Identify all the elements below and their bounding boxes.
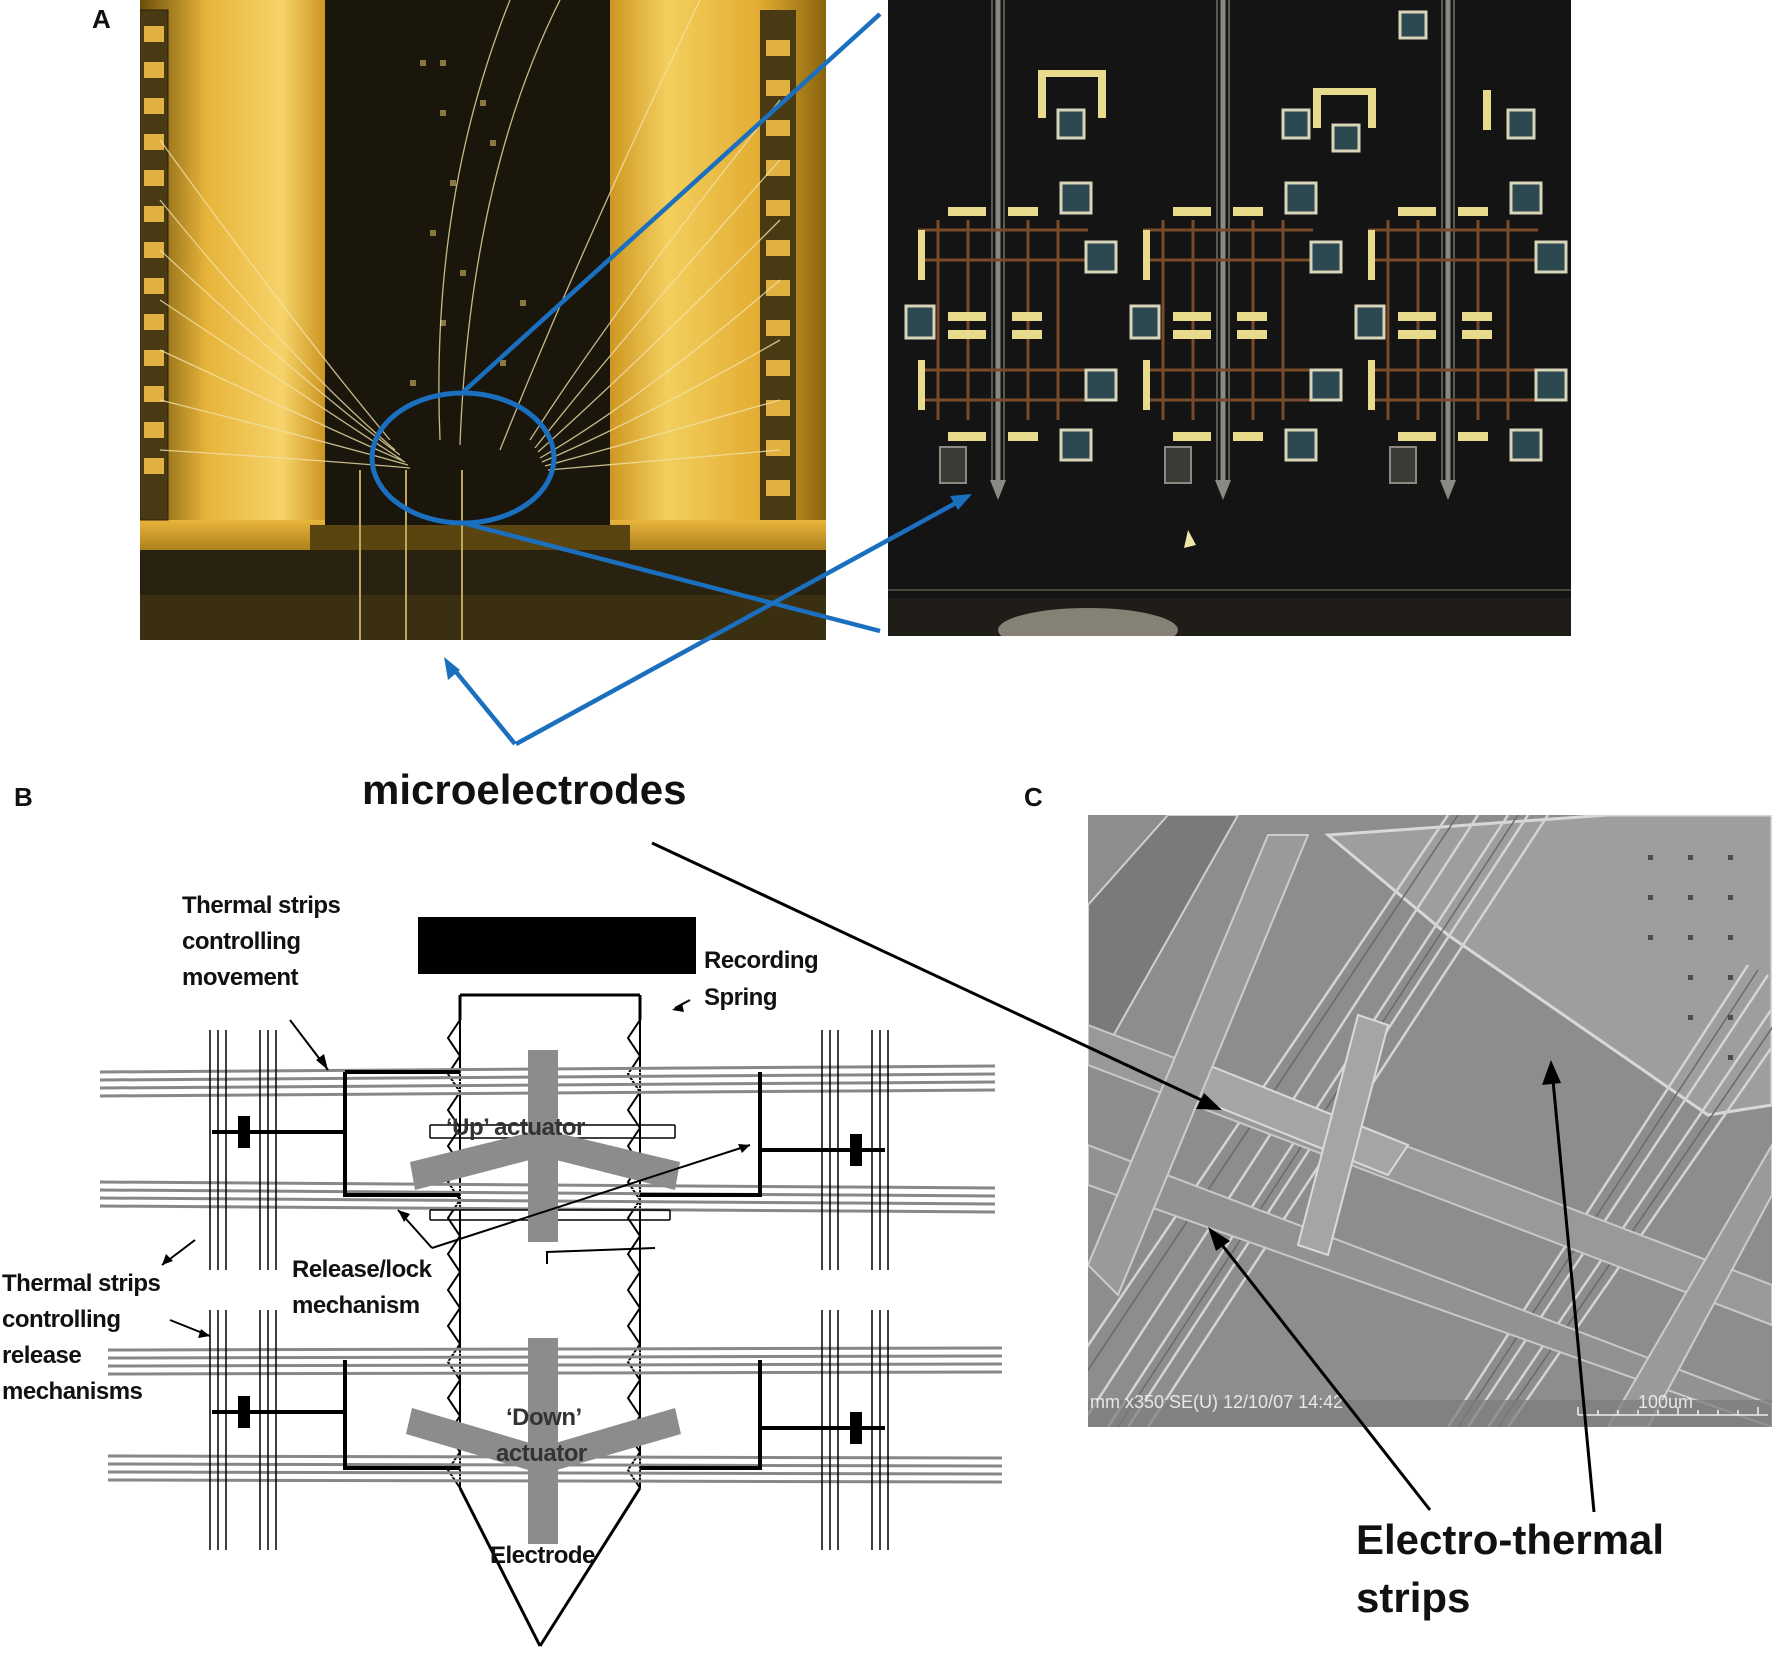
label-recording: Recording (704, 947, 819, 974)
label-spring: Spring (704, 984, 778, 1011)
recording-pad (418, 917, 696, 974)
chip-photo-zoom (888, 0, 1571, 636)
label-thermal-movement-3: movement (182, 964, 299, 991)
mems-schematic (99, 917, 1003, 1647)
sem-image (1088, 815, 1772, 1427)
sem-info-text: mm x350 SE(U) 12/10/07 14:42 (1090, 1392, 1344, 1412)
label-release-lock-2: mechanism (292, 1292, 420, 1319)
zigzag-springs (446, 1019, 642, 1489)
down-actuator-shape (406, 1338, 681, 1544)
label-up-actuator: ‘Up’ actuator (446, 1114, 585, 1141)
panel-letter-c: C (1024, 782, 1043, 812)
label-electrode: Electrode (490, 1542, 595, 1569)
label-release-lock-1: Release/lock (292, 1256, 432, 1283)
up-actuator-shape (410, 1050, 680, 1242)
label-thermal-movement-1: Thermal strips (182, 892, 341, 919)
label-microelectrodes: microelectrodes (362, 766, 687, 813)
label-thermal-release-2: controlling (2, 1306, 121, 1333)
sem-scale-text: 100um (1638, 1392, 1694, 1412)
label-thermal-release-3: release (2, 1342, 82, 1369)
label-down-actuator-2: actuator (496, 1440, 587, 1467)
label-thermal-release-1: Thermal strips (2, 1270, 161, 1297)
chip-photo-overview (140, 0, 826, 640)
panel-letter-b: B (14, 782, 33, 812)
panel-letter-a: A (92, 4, 111, 34)
label-electro-thermal-1: Electro-thermal (1356, 1516, 1665, 1563)
label-thermal-movement-2: controlling (182, 928, 301, 955)
device-unit (904, 0, 1118, 500)
label-electro-thermal-2: strips (1356, 1574, 1471, 1621)
label-thermal-release-4: mechanisms (2, 1378, 143, 1405)
label-down-actuator-1: ‘Down’ (506, 1404, 582, 1431)
